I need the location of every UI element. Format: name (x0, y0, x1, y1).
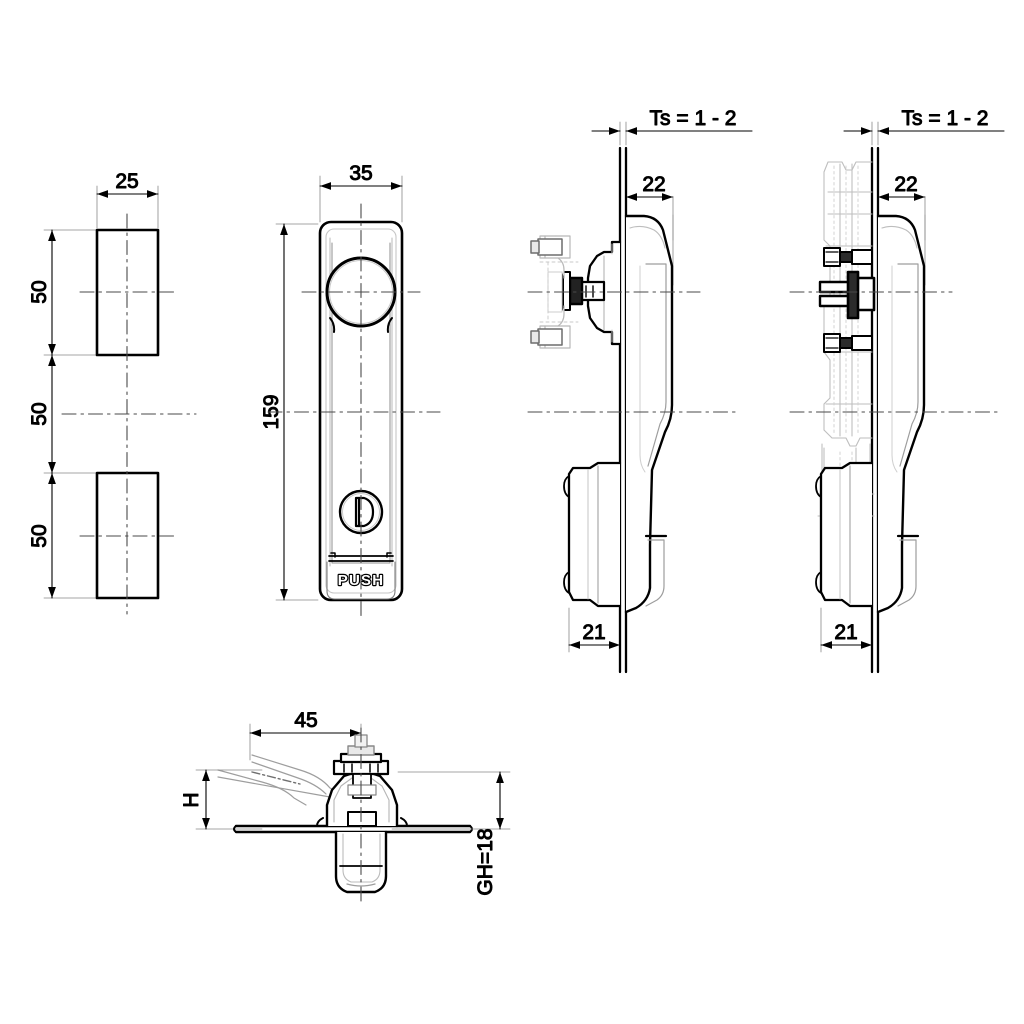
dim-cutout-width-label: 25 (115, 170, 138, 193)
front-push-pad-corners (330, 552, 392, 558)
dim-side-right-front-projection: 22 (877, 173, 926, 286)
dim-cutout-gap-label: 50 (28, 402, 51, 425)
dim-side-left-22-label: 22 (642, 173, 665, 196)
dim-side-right-21-label: 21 (834, 621, 857, 644)
side-right-handle-inner-relief (891, 265, 898, 473)
view-bottom-section: 45 H (180, 709, 511, 907)
side-right-handle-top-relief (881, 225, 918, 249)
side-right-centerlines (789, 291, 1001, 413)
dim-side-right-rear-projection: 21 (820, 607, 873, 653)
side-left-handle-profile (624, 214, 674, 614)
dim-side-right-22-label: 22 (894, 173, 917, 196)
view-side-right: Ts = 1 - 2 22 (789, 107, 1005, 674)
side-right-latch-pin-bottom (815, 571, 822, 594)
bottom-handle-open-centerline (251, 771, 301, 785)
side-left-bracket-bolts (530, 238, 563, 346)
view-side-left: Ts = 1 - 2 22 (527, 107, 753, 674)
bottom-handle-open-phantom (217, 754, 341, 806)
dim-bottom-grip-height: GH=18 (391, 771, 511, 896)
front-escutcheon-inner-relief (325, 228, 397, 594)
dim-side-left-21-label: 21 (582, 621, 605, 644)
side-right-latch-pin-top (815, 475, 822, 498)
side-right-fastener-upper (823, 247, 873, 267)
side-left-latch-pin-top (563, 475, 570, 498)
side-left-latch-body (567, 461, 622, 608)
dim-side-left-panel-thickness: Ts = 1 - 2 (591, 107, 753, 146)
dim-side-right-panel-thickness: Ts = 1 - 2 (843, 107, 1005, 146)
side-right-handle-profile (876, 214, 926, 614)
view-panel-cutout: 25 50 50 50 (28, 170, 197, 615)
front-push-pad-body (326, 561, 396, 600)
dim-side-left-front-projection: 22 (625, 173, 674, 286)
dim-bottom-H-label: H (180, 792, 203, 807)
dim-front-width-label: 35 (349, 162, 372, 185)
dim-cutout-gap: 50 (28, 354, 56, 474)
dim-cutout-lower: 50 (28, 472, 56, 599)
dim-bottom-reach: 45 (249, 709, 362, 791)
front-push-label: PUSH (338, 572, 384, 589)
side-right-handle-foot (897, 539, 917, 607)
dim-bottom-45-label: 45 (294, 709, 317, 732)
dim-side-right-ts-label: Ts = 1 - 2 (902, 107, 989, 130)
side-right-latch-body (819, 461, 874, 608)
bottom-grip-base-relief (346, 883, 376, 887)
view-front: 35 159 PUSH (260, 162, 441, 619)
dim-bottom-handle-lift: H (180, 769, 263, 830)
dim-front-width: 35 (319, 162, 403, 190)
side-left-handle-foot (645, 539, 665, 607)
side-left-door-panel (618, 146, 628, 674)
dim-bottom-GH-label: GH=18 (474, 828, 497, 895)
side-right-door-panel (870, 146, 880, 674)
side-left-centerlines (527, 291, 741, 413)
side-right-fastener-lower (823, 333, 873, 353)
front-key-slot-glyph (354, 496, 375, 528)
dim-side-left-ts-label: Ts = 1 - 2 (650, 107, 737, 130)
dim-cutout-lower-label: 50 (28, 524, 51, 547)
dim-side-left-rear-projection: 21 (568, 607, 621, 653)
side-right-spindle-center (818, 270, 876, 320)
side-left-latch-pin-bottom (563, 571, 570, 594)
bottom-housing-boss (347, 811, 377, 827)
cutout-centerlines (61, 213, 197, 615)
side-left-handle-top-relief (629, 225, 666, 249)
side-left-handle-inner-relief (639, 265, 646, 473)
dim-cutout-width: 25 (96, 170, 159, 198)
dim-cutout-upper-label: 50 (28, 280, 51, 303)
front-recess-fillets (329, 317, 393, 333)
dim-cutout-upper: 50 (28, 229, 56, 356)
bottom-housing-ears (316, 817, 408, 827)
front-centerlines (267, 203, 441, 619)
